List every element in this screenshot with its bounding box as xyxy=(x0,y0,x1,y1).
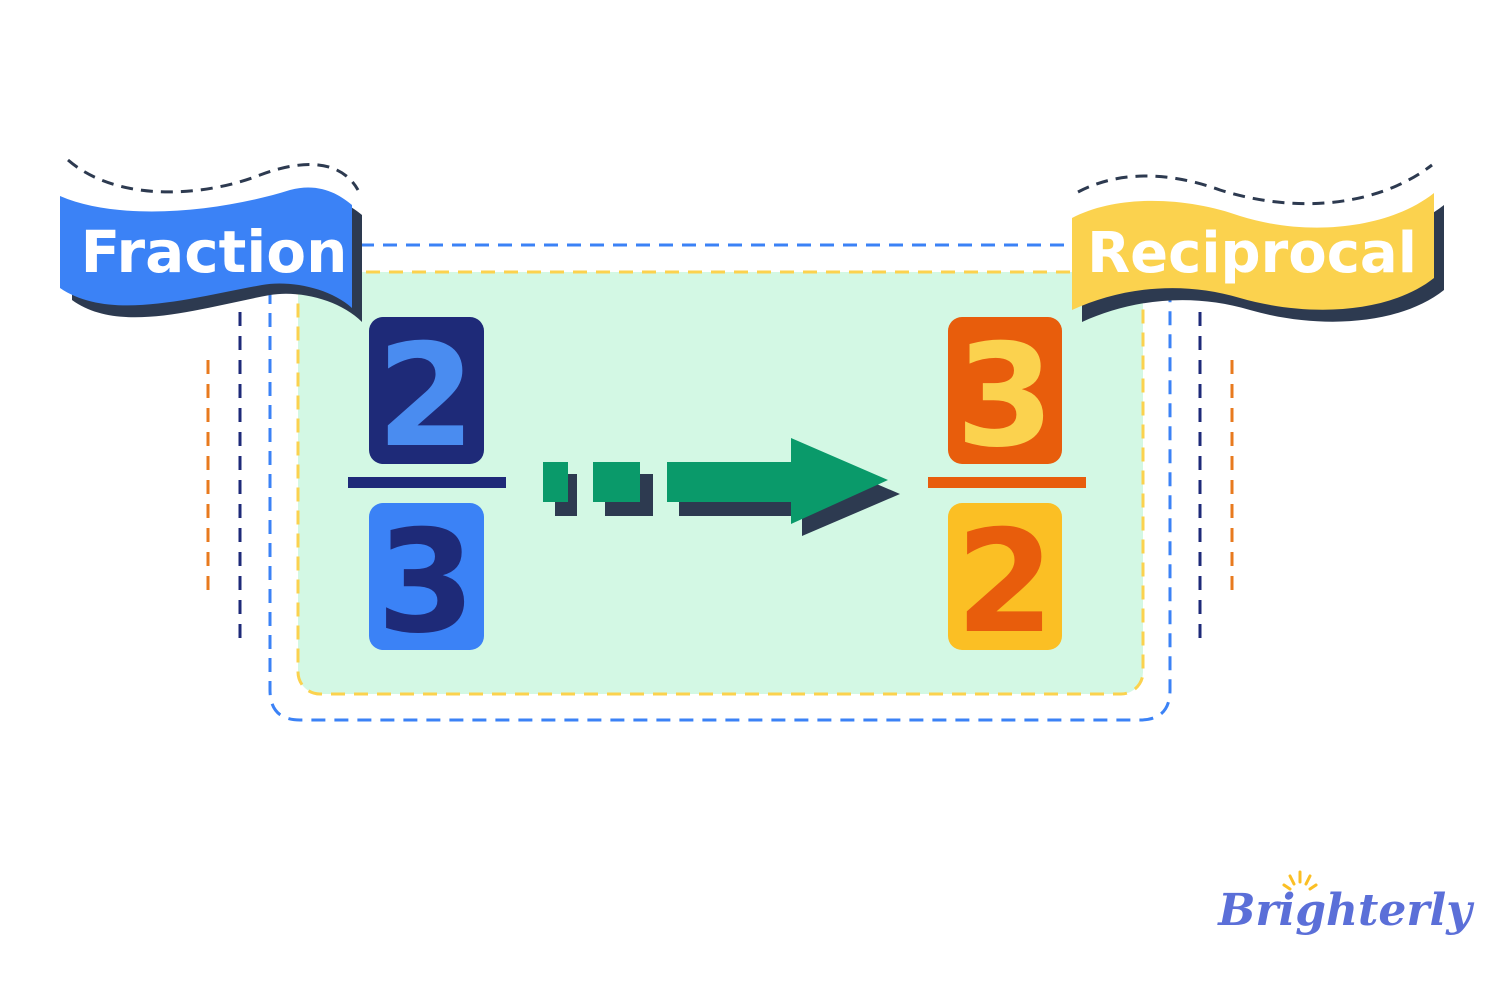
denominator-box xyxy=(369,503,484,650)
fraction-bar xyxy=(348,477,506,488)
arrow-dash-1 xyxy=(543,462,568,502)
fraction-denominator: 3 xyxy=(377,500,476,665)
banner-dashed-wave-left xyxy=(67,158,360,194)
reciprocal-denominator-box xyxy=(948,503,1062,650)
fraction-banner: Fraction xyxy=(60,158,362,322)
banner-shape-right xyxy=(1072,193,1434,310)
fraction-numerator: 2 xyxy=(377,314,476,479)
arrow-dash-2 xyxy=(593,462,640,502)
brand-logo: Brighterly xyxy=(1216,870,1475,936)
fraction-label: Fraction xyxy=(81,218,348,286)
outer-dashed-frame xyxy=(268,290,1172,722)
reciprocal-label: Reciprocal xyxy=(1087,221,1417,286)
banner-shape-left xyxy=(60,187,352,308)
reciprocal-banner: Reciprocal xyxy=(1072,163,1444,322)
numerator-box xyxy=(369,317,484,464)
reciprocal-fraction-bar xyxy=(928,477,1086,488)
reciprocal-3-over-2: 3 2 xyxy=(928,314,1086,665)
banner-dashed-wave-right xyxy=(1077,163,1433,206)
reciprocal-denominator: 2 xyxy=(956,500,1055,665)
brand-name: Brighterly xyxy=(1216,885,1475,936)
sun-rays-icon xyxy=(1282,870,1318,891)
fraction-2-over-3: 2 3 xyxy=(348,314,506,665)
right-arrow-icon xyxy=(543,438,900,536)
arrow-body xyxy=(667,438,888,524)
reciprocal-numerator-box xyxy=(948,317,1062,464)
reciprocal-numerator: 3 xyxy=(956,314,1055,479)
